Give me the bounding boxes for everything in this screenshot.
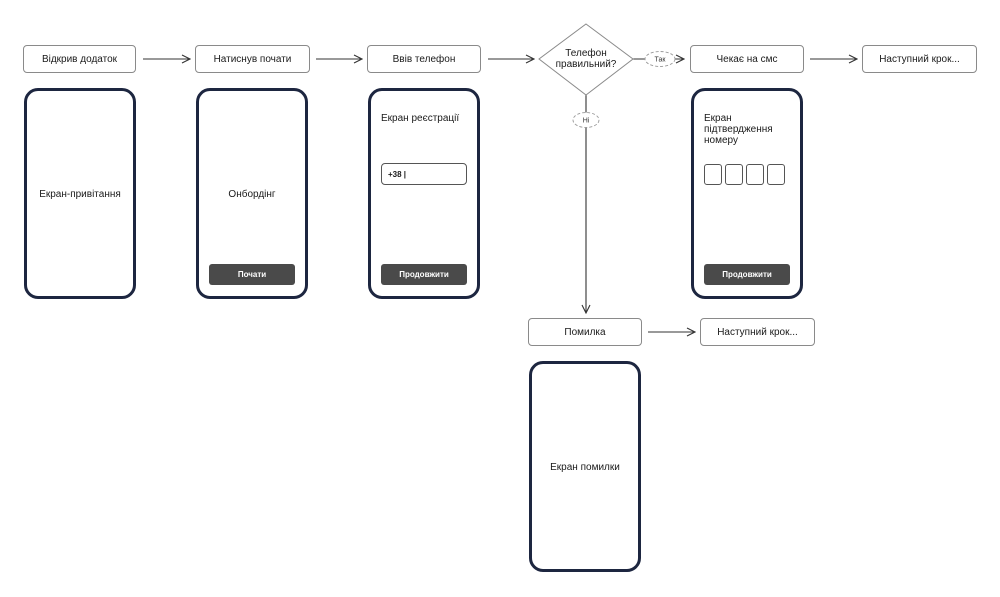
code-digit-2[interactable] — [725, 164, 743, 185]
registration-title: Екран реєстрації — [381, 113, 460, 124]
phone-number-input[interactable]: +38 | — [381, 163, 467, 185]
error-screen-label: Екран помилки — [550, 462, 620, 473]
continue-button-confirmation[interactable]: Продовжити — [704, 264, 790, 285]
onboarding-screen-label: Онбордінг — [228, 189, 276, 200]
decision-line2: правильний? — [556, 59, 617, 70]
step-next-bottom: Наступний крок... — [700, 318, 815, 346]
step-waiting-sms: Чекає на смс — [690, 45, 804, 73]
confirmation-title-line3: номеру — [704, 135, 738, 146]
step-open-app: Відкрив додаток — [23, 45, 136, 73]
confirmation-title-line1: Екран — [704, 113, 732, 124]
phone-confirmation: Екран підтвердження номеру Продовжити — [691, 88, 803, 299]
confirmation-title: Екран підтвердження номеру — [704, 113, 773, 146]
code-input-row — [704, 164, 785, 185]
phone-registration: Екран реєстрації +38 | Продовжити — [368, 88, 480, 299]
code-digit-1[interactable] — [704, 164, 722, 185]
step-entered-phone: Ввів телефон — [367, 45, 481, 73]
no-label: Ні — [583, 117, 590, 125]
confirmation-title-line2: підтвердження — [704, 124, 773, 135]
decision-line1: Телефон — [565, 47, 606, 59]
code-digit-3[interactable] — [746, 164, 764, 185]
phone-onboarding: Онбордінг Почати — [196, 88, 308, 299]
yes-label: Так — [655, 57, 667, 64]
phone-welcome: Екран-привітання — [24, 88, 136, 299]
phone-error: Екран помилки — [529, 361, 641, 572]
step-error: Помилка — [528, 318, 642, 346]
welcome-screen-label: Екран-привітання — [39, 189, 121, 200]
yes-pill: Так — [644, 51, 676, 67]
decision-diamond: Телефон правильний? — [538, 23, 634, 96]
start-button[interactable]: Почати — [209, 264, 295, 285]
code-digit-4[interactable] — [767, 164, 785, 185]
continue-button-registration[interactable]: Продовжити — [381, 264, 467, 285]
step-pressed-start: Натиснув почати — [195, 45, 310, 73]
no-pill: Ні — [572, 112, 600, 128]
step-next-top: Наступний крок... — [862, 45, 977, 73]
